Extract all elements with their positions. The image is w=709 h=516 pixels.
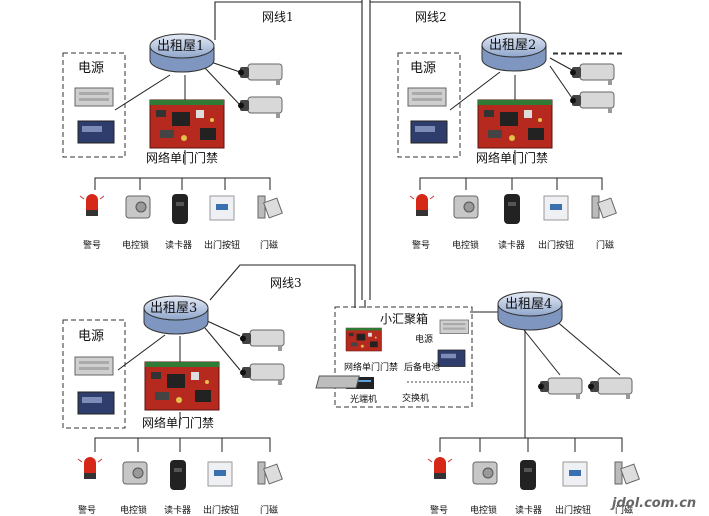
hub-power-label: 电源 xyxy=(415,333,433,345)
device-magnet-label-3: 门磁 xyxy=(260,504,278,516)
device-button-label-1: 出门按钮 xyxy=(204,239,240,251)
network-line-3-label: 网线3 xyxy=(270,276,302,290)
device-lock-label-2: 电控锁 xyxy=(452,239,479,251)
hub-box xyxy=(315,306,473,408)
controller-label-2: 网络单门门禁 xyxy=(476,150,548,165)
watermark: jdol.com.cn xyxy=(610,496,696,511)
power-label-3: 电源 xyxy=(78,329,104,344)
device-lock-label-4: 电控锁 xyxy=(470,504,497,516)
device-button-label-2: 出门按钮 xyxy=(538,239,574,251)
hub-controller-label: 网络单门门禁 xyxy=(344,361,398,373)
network-line-1-label: 网线1 xyxy=(262,10,294,24)
device-reader-label-2: 读卡器 xyxy=(498,239,525,251)
power-label-1: 电源 xyxy=(78,61,104,76)
device-alarm-label-3: 警号 xyxy=(78,504,96,516)
device-lock-label-3: 电控锁 xyxy=(120,504,147,516)
device-reader-label-3: 读卡器 xyxy=(164,504,191,516)
hub-optical-label: 光端机 xyxy=(350,393,377,405)
hub-switch-label: 交换机 xyxy=(402,392,429,404)
device-reader-label-1: 读卡器 xyxy=(165,239,192,251)
device-alarm-label-2: 警号 xyxy=(412,239,430,251)
backbone-lines xyxy=(209,0,521,313)
device-button-label-4: 出门按钮 xyxy=(555,504,591,516)
power-label-2: 电源 xyxy=(410,61,436,76)
device-lock-label-1: 电控锁 xyxy=(122,239,149,251)
hub-battery-label: 后备电池 xyxy=(404,361,440,373)
router-2-label: 出租屋2 xyxy=(489,38,536,53)
device-button-label-3: 出门按钮 xyxy=(203,504,239,516)
device-magnet-label-2: 门磁 xyxy=(596,239,614,251)
controller-label-3: 网络单门门禁 xyxy=(142,415,214,430)
router-1-label: 出租屋1 xyxy=(157,39,204,54)
house-2 xyxy=(397,32,624,224)
device-magnet-label-1: 门磁 xyxy=(260,239,278,251)
controller-label-1: 网络单门门禁 xyxy=(146,150,218,165)
hub-title: 小汇聚箱 xyxy=(380,311,428,326)
house-4 xyxy=(427,291,640,490)
router-4-label: 出租屋4 xyxy=(505,297,552,312)
device-alarm-label-4: 警号 xyxy=(430,504,448,516)
house-1 xyxy=(62,33,283,224)
router-3-label: 出租屋3 xyxy=(150,301,197,316)
house-3 xyxy=(62,295,285,490)
device-reader-label-4: 读卡器 xyxy=(515,504,542,516)
device-alarm-label-1: 警号 xyxy=(83,239,101,251)
device-magnet-label-4: 门磁 xyxy=(615,504,633,516)
network-line-2-label: 网线2 xyxy=(415,10,447,24)
